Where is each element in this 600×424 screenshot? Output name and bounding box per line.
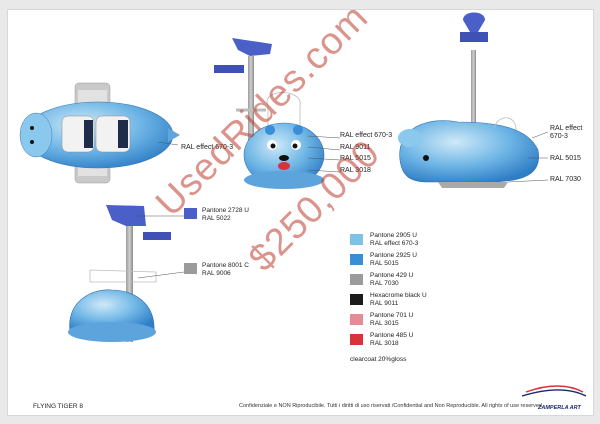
swatch-4-ral: RAL 3015 — [370, 320, 399, 327]
swatch-pole-grey — [184, 263, 197, 274]
rear-view-vehicle — [68, 205, 185, 342]
swatch-1 — [350, 254, 363, 265]
swatch-pole-blue — [184, 208, 197, 219]
label-center-ral-5015: RAL 5015 — [340, 155, 371, 162]
label-center-ral-3018: RAL 3018 — [340, 167, 371, 174]
label-right-ral-effect: RAL effect 670-3 — [550, 125, 583, 140]
drawing-sheet: RAL effect 670-3 RAL effect 670-3 RAL 90… — [7, 9, 594, 416]
label-pole-mid-pantone: Pantone 8001 C RAL 9006 — [202, 262, 249, 277]
footer-logo-text: ZAMPERLA ART — [538, 405, 581, 411]
front-view-vehicle — [214, 38, 341, 189]
swatch-0 — [350, 234, 363, 245]
swatch-3-ral: RAL 9011 — [370, 300, 399, 307]
label-center-ral-effect: RAL effect 670-3 — [340, 132, 393, 139]
swatch-4-pantone: Pantone 701 U — [370, 312, 414, 319]
swatch-3-pantone: Hexacrome black U — [370, 292, 427, 299]
swatch-4 — [350, 314, 363, 325]
swatch-2-ral: RAL 7030 — [370, 280, 399, 287]
swatch-2-pantone: Pantone 429 U — [370, 272, 414, 279]
swatch-5-pantone: Pantone 485 U — [370, 332, 414, 339]
zamperla-logo — [521, 385, 587, 397]
footer-confidential: Confidenziale e NON Riproducibile. Tutti… — [239, 403, 542, 409]
finish-note: clearcoat 20%gloss — [350, 356, 407, 363]
label-right-ral-7030: RAL 7030 — [550, 176, 581, 183]
label-top-view-ral: RAL effect 670-3 — [181, 144, 234, 151]
swatch-5-ral: RAL 3018 — [370, 340, 399, 347]
ride-illustrations — [19, 12, 587, 397]
swatch-2 — [350, 274, 363, 285]
footer-title: FLYING TIGER 8 — [33, 403, 83, 410]
swatch-1-pantone: Pantone 2925 U — [370, 252, 417, 259]
label-right-ral-5015: RAL 5015 — [550, 155, 581, 162]
top-view-vehicle — [19, 82, 180, 184]
swatch-0-pantone: Pantone 2905 U — [370, 232, 417, 239]
label-center-ral-9011: RAL 9011 — [340, 144, 371, 151]
swatch-5 — [350, 334, 363, 345]
swatch-0-ral: RAL effect 670-3 — [370, 240, 419, 247]
side-view-vehicle — [398, 12, 549, 188]
label-pole-top-pantone: Pantone 2728 U RAL 5022 — [202, 207, 249, 222]
swatch-1-ral: RAL 5015 — [370, 260, 399, 267]
swatch-3 — [350, 294, 363, 305]
